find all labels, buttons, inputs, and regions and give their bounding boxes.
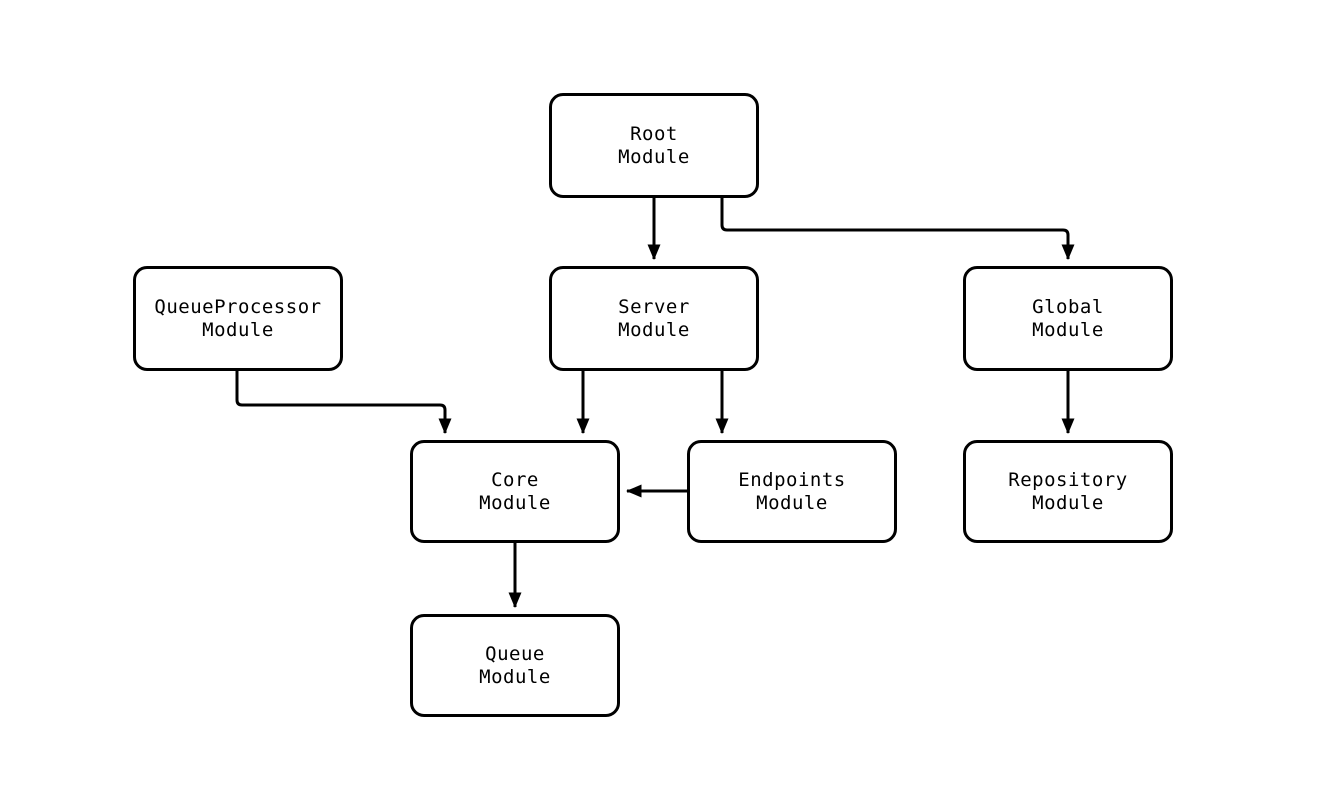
node-root-module-line1: Root — [630, 122, 678, 145]
node-repository-module-line1: Repository — [1008, 468, 1128, 491]
node-global-module[interactable]: Global Module — [963, 266, 1173, 371]
node-global-module-line1: Global — [1032, 295, 1104, 318]
node-repository-module[interactable]: Repository Module — [963, 440, 1173, 543]
node-core-module-line2: Module — [479, 491, 551, 514]
node-queueprocessor-module[interactable]: QueueProcessor Module — [133, 266, 343, 371]
node-queue-module-line2: Module — [479, 665, 551, 688]
node-global-module-line2: Module — [1032, 318, 1104, 341]
node-endpoints-module-line1: Endpoints — [738, 468, 846, 491]
node-endpoints-module[interactable]: Endpoints Module — [687, 440, 897, 543]
node-root-module[interactable]: Root Module — [549, 93, 759, 198]
node-server-module[interactable]: Server Module — [549, 266, 759, 371]
node-root-module-line2: Module — [618, 145, 690, 168]
node-server-module-line2: Module — [618, 318, 690, 341]
node-endpoints-module-line2: Module — [756, 491, 828, 514]
node-queueprocessor-module-line2: Module — [202, 318, 274, 341]
node-queueprocessor-module-line1: QueueProcessor — [154, 295, 322, 318]
node-repository-module-line2: Module — [1032, 491, 1104, 514]
node-server-module-line1: Server — [618, 295, 690, 318]
node-core-module[interactable]: Core Module — [410, 440, 620, 543]
node-queue-module[interactable]: Queue Module — [410, 614, 620, 717]
node-core-module-line1: Core — [491, 468, 539, 491]
node-queue-module-line1: Queue — [485, 642, 545, 665]
